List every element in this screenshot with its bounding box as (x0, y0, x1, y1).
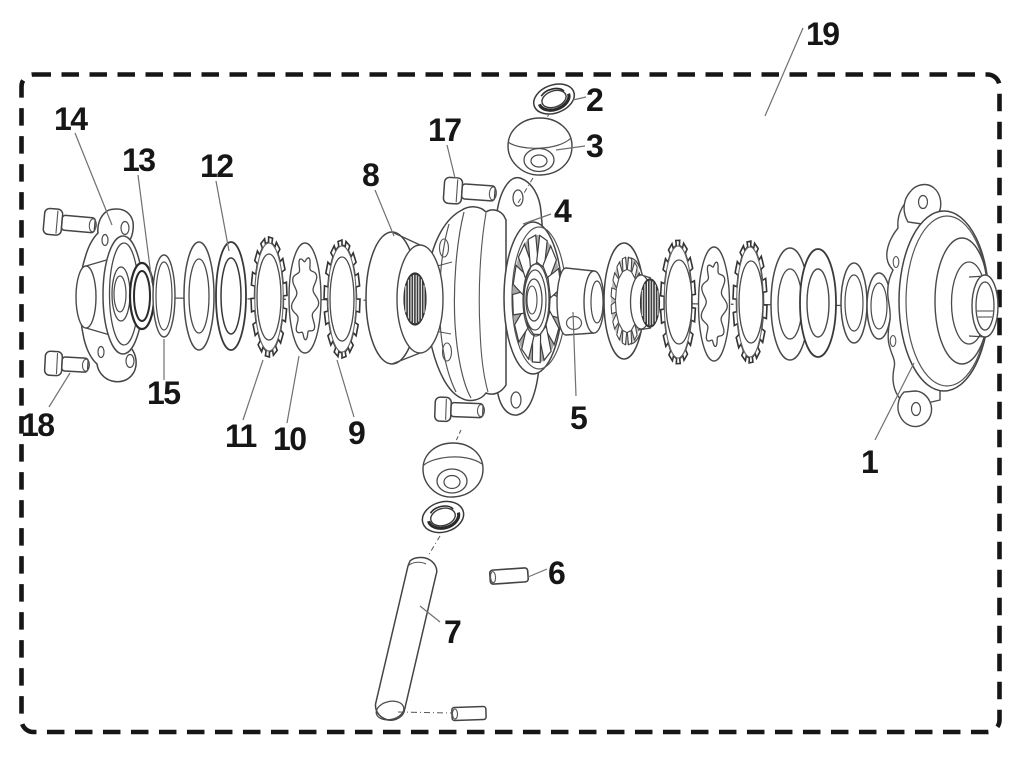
svg-text:11: 11 (225, 418, 257, 454)
svg-text:6: 6 (548, 555, 565, 591)
svg-text:17: 17 (428, 112, 461, 148)
svg-text:19: 19 (806, 16, 839, 52)
svg-text:7: 7 (444, 614, 461, 650)
svg-text:4: 4 (554, 193, 572, 229)
svg-text:18: 18 (21, 407, 54, 443)
svg-text:12: 12 (200, 148, 233, 184)
svg-text:2: 2 (586, 82, 603, 118)
svg-text:10: 10 (273, 421, 306, 457)
svg-text:13: 13 (122, 142, 155, 178)
svg-text:1: 1 (861, 444, 878, 480)
svg-text:14: 14 (54, 101, 88, 137)
svg-text:3: 3 (586, 128, 603, 164)
svg-text:5: 5 (570, 400, 587, 436)
svg-text:9: 9 (348, 415, 365, 451)
svg-text:15: 15 (147, 375, 180, 411)
svg-text:8: 8 (362, 157, 379, 193)
